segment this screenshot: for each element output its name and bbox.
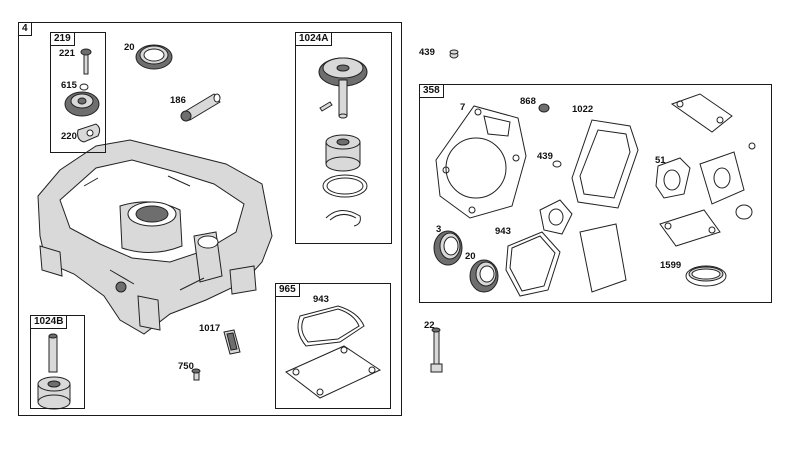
part-1024a-pin[interactable] — [319, 101, 333, 112]
group-box-219: 219 — [50, 32, 106, 153]
part-51-intake-gasket[interactable] — [655, 157, 691, 199]
callout-943-965: 943 — [313, 294, 329, 305]
part-7-head-gasket[interactable] — [435, 105, 527, 219]
callout-868: 868 — [520, 96, 536, 107]
group-tag-358: 358 — [419, 84, 444, 98]
callout-1022: 1022 — [572, 104, 594, 115]
callout-7: 7 — [460, 102, 466, 113]
part-3-seal[interactable] — [433, 230, 463, 266]
part-1024a-bearing[interactable] — [325, 134, 361, 172]
group-box-1024a: 1024A — [295, 32, 392, 244]
callout-3: 3 — [436, 224, 442, 235]
part-1024b-shaft[interactable] — [48, 333, 58, 373]
part-20-seal-top[interactable] — [135, 44, 173, 70]
part-943-gasket-965[interactable] — [297, 305, 365, 347]
part-219-gear[interactable] — [64, 91, 100, 117]
part-1599-seal-ring[interactable] — [685, 265, 727, 287]
callout-20-top: 20 — [124, 42, 135, 53]
callout-22: 22 — [424, 320, 435, 331]
part-358-small-gasket[interactable] — [735, 142, 756, 220]
group-box-main: 4 — [18, 22, 402, 416]
part-615-washer[interactable] — [79, 83, 89, 91]
part-358-breather-gasket[interactable] — [539, 199, 573, 235]
callout-439-kit: 439 — [537, 151, 553, 162]
callout-186: 186 — [170, 95, 186, 106]
callout-20-kit: 20 — [465, 251, 476, 262]
part-358-exhaust-gasket-low[interactable] — [659, 209, 721, 247]
part-1024a-gear-shaft[interactable] — [318, 57, 368, 119]
part-943-gasket-kit[interactable] — [505, 231, 561, 297]
part-1024a-ring[interactable] — [322, 174, 368, 198]
part-221-pin[interactable] — [80, 48, 92, 75]
callout-615: 615 — [61, 80, 77, 91]
group-tag-219: 219 — [50, 32, 75, 46]
group-box-358: 358 — [419, 84, 772, 303]
part-1022-valve-cover-gasket[interactable] — [571, 119, 639, 209]
part-1024b-bearing[interactable] — [37, 376, 71, 410]
group-box-1024b: 1024B — [30, 315, 85, 409]
group-tag-1024b: 1024B — [30, 315, 68, 329]
callout-439-loose: 439 — [419, 47, 435, 58]
group-box-965: 965 — [275, 283, 391, 409]
callout-1599: 1599 — [660, 260, 682, 271]
group-tag-main: 4 — [18, 22, 32, 36]
part-22-bolt[interactable] — [430, 327, 443, 373]
part-965-cover-plate[interactable] — [285, 345, 382, 399]
part-750-bolt[interactable] — [191, 368, 201, 381]
part-868-plug[interactable] — [538, 103, 550, 113]
part-439-plug[interactable] — [449, 49, 459, 59]
part-358-exhaust-gasket-mid[interactable] — [699, 151, 745, 205]
callout-750: 750 — [178, 361, 194, 372]
part-358-cover-gasket[interactable] — [579, 223, 627, 293]
callout-221: 221 — [59, 48, 75, 59]
group-tag-965: 965 — [275, 283, 300, 297]
callout-943-kit: 943 — [495, 226, 511, 237]
part-20-seal-kit[interactable] — [469, 259, 499, 293]
callout-51: 51 — [655, 155, 666, 166]
crankcase-cover[interactable] — [37, 139, 273, 335]
part-220-bracket[interactable] — [77, 123, 101, 143]
callout-220: 220 — [61, 131, 77, 142]
part-439-washer[interactable] — [552, 160, 562, 168]
callout-1017: 1017 — [199, 323, 221, 334]
group-tag-1024a: 1024A — [295, 32, 333, 46]
part-1017-clip[interactable] — [223, 329, 241, 355]
part-1024a-clip[interactable] — [325, 210, 361, 227]
part-186-tube[interactable] — [180, 93, 221, 122]
part-358-exhaust-gasket-top[interactable] — [670, 93, 733, 133]
